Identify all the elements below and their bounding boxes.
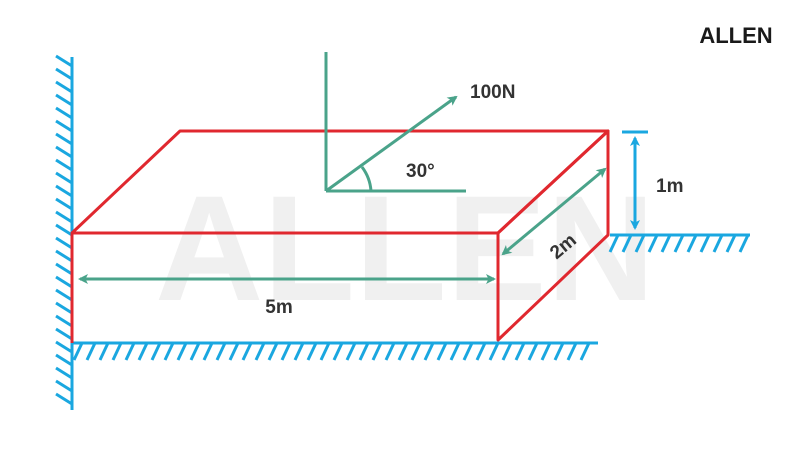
height-label: 1m	[656, 176, 683, 197]
hatch-mark	[55, 275, 73, 289]
bottom-ground	[72, 341, 598, 361]
hatch-mark	[55, 249, 73, 263]
hatch-mark	[449, 342, 461, 361]
hatch-mark	[55, 223, 73, 237]
hatch-mark	[55, 80, 73, 94]
hatch-mark	[98, 342, 110, 361]
hatch-mark	[293, 342, 305, 361]
hatch-mark	[608, 234, 620, 253]
hatch-mark	[85, 342, 97, 361]
hatch-mark	[72, 342, 84, 361]
hatch-mark	[55, 366, 73, 380]
hatch-mark	[371, 342, 383, 361]
hatch-mark	[111, 342, 123, 361]
hatch-mark	[462, 342, 474, 361]
hatch-mark	[699, 234, 711, 253]
hatch-mark	[228, 342, 240, 361]
hatch-mark	[306, 342, 318, 361]
hatch-mark	[358, 342, 370, 361]
hatch-mark	[150, 342, 162, 361]
hatch-mark	[55, 327, 73, 341]
hatch-mark	[202, 342, 214, 361]
hatch-mark	[319, 342, 331, 361]
hatch-mark	[124, 342, 136, 361]
hatch-mark	[436, 342, 448, 361]
hatch-mark	[660, 234, 672, 253]
hatch-mark	[176, 342, 188, 361]
hatch-mark	[55, 288, 73, 302]
hatch-mark	[725, 234, 737, 253]
hatch-mark	[55, 54, 73, 68]
hatch-mark	[423, 342, 435, 361]
hatch-mark	[189, 342, 201, 361]
hatch-mark	[55, 340, 73, 354]
hatch-mark	[566, 342, 578, 361]
hatch-mark	[384, 342, 396, 361]
hatch-mark	[397, 342, 409, 361]
hatch-mark	[712, 234, 724, 253]
hatch-mark	[163, 342, 175, 361]
hatch-mark	[475, 342, 487, 361]
hatch-mark	[55, 262, 73, 276]
hatch-mark	[345, 342, 357, 361]
hatch-mark	[55, 158, 73, 172]
hatch-mark	[527, 342, 539, 361]
hatch-mark	[55, 236, 73, 250]
hatch-mark	[55, 67, 73, 81]
hatch-mark	[55, 379, 73, 393]
hatch-mark	[55, 106, 73, 120]
hatch-mark	[55, 197, 73, 211]
block-side-face	[496, 129, 610, 342]
hatch-mark	[488, 342, 500, 361]
allen-logo: ALLEN	[699, 23, 772, 48]
hatch-mark	[55, 353, 73, 367]
right-ledge	[608, 233, 750, 253]
hatch-mark	[55, 132, 73, 146]
hatch-mark	[621, 234, 633, 253]
hatch-mark	[55, 392, 73, 406]
block-outline	[70, 129, 610, 343]
hatch-mark	[738, 234, 750, 253]
hatch-mark	[686, 234, 698, 253]
hatch-mark	[55, 119, 73, 133]
hatch-mark	[55, 314, 73, 328]
hatch-mark	[634, 234, 646, 253]
depth-dimension-arrow	[501, 167, 607, 256]
height-dimension	[622, 130, 648, 230]
hatch-mark	[55, 171, 73, 185]
hatch-mark	[55, 210, 73, 224]
hatch-mark	[514, 342, 526, 361]
hatch-mark	[137, 342, 149, 361]
hatch-mark	[55, 93, 73, 107]
hatch-mark	[55, 184, 73, 198]
hatch-mark	[410, 342, 422, 361]
force-arrow	[325, 95, 458, 193]
hatch-mark	[673, 234, 685, 253]
force-diagram	[324, 52, 466, 193]
hatch-mark	[280, 342, 292, 361]
angle-arc	[360, 166, 373, 192]
hatch-mark	[553, 342, 565, 361]
hatch-mark	[579, 342, 591, 361]
hatch-mark	[55, 301, 73, 315]
left-wall	[55, 54, 74, 410]
hatch-mark	[241, 342, 253, 361]
hatch-mark	[267, 342, 279, 361]
hatch-mark	[55, 145, 73, 159]
hatch-mark	[647, 234, 659, 253]
angle-label: 30°	[406, 161, 435, 182]
hatch-mark	[254, 342, 266, 361]
hatch-mark	[332, 342, 344, 361]
force-label: 100N	[470, 82, 515, 103]
hatch-mark	[215, 342, 227, 361]
hatch-mark	[540, 342, 552, 361]
length-label: 5m	[265, 297, 292, 318]
hatch-mark	[501, 342, 513, 361]
